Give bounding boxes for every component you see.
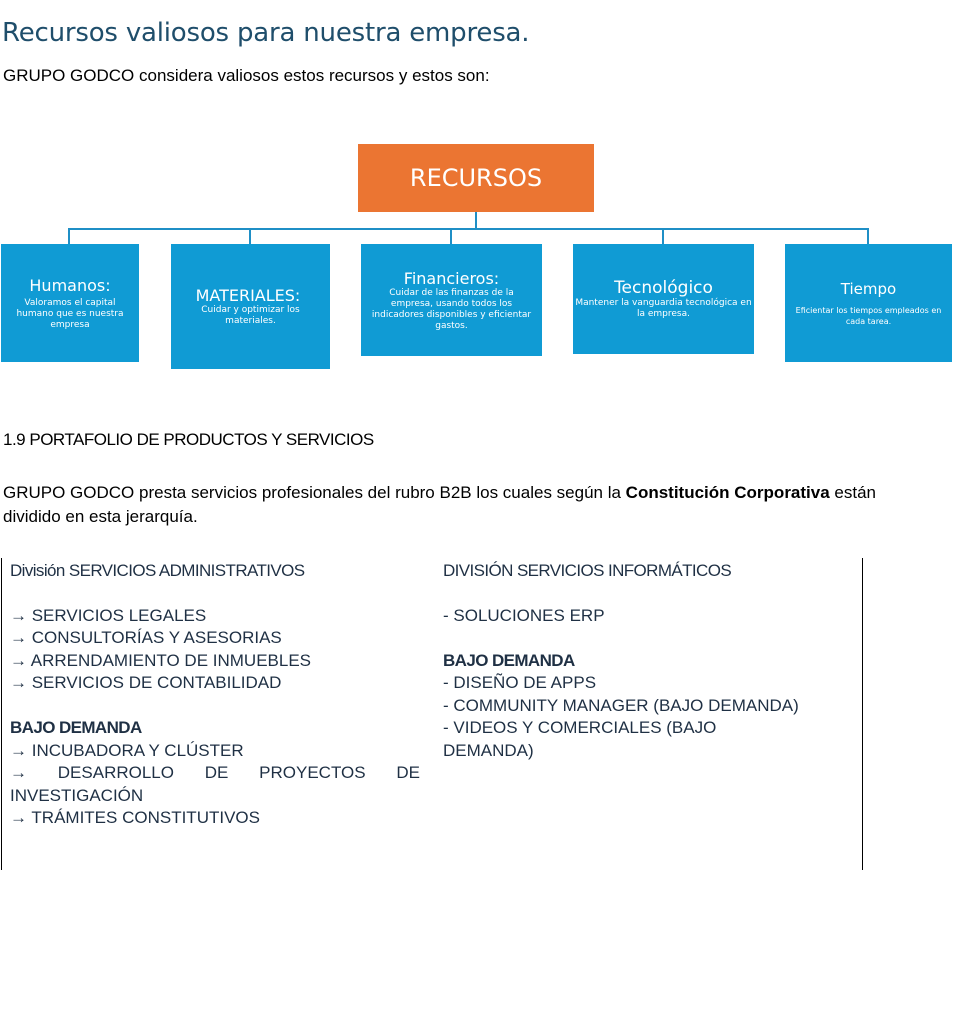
node-desc: Cuidar y optimizar los materiales. <box>201 305 300 326</box>
org-chart-node-tiempo: Tiempo Eficientar los tiempos empleados … <box>785 244 952 362</box>
it-division-title: DIVISIÓN SERVICIOS INFORMÁTICOS <box>443 561 732 580</box>
list-item: - DISEÑO DE APPS <box>443 673 597 692</box>
admin-on-demand-title: BAJO DEMANDA <box>10 718 142 737</box>
it-on-demand-title: BAJO DEMANDA <box>443 650 575 670</box>
node-desc: Mantener la vanguardia tecnológica en la… <box>575 297 752 319</box>
list-item: - COMMUNITY MANAGER (BAJO DEMANDA) <box>443 695 799 715</box>
org-chart-node-tecnologico: Tecnológico Mantener la vanguardia tecno… <box>573 244 754 354</box>
node-desc: Eficientar los tiempos empleados en cada… <box>795 305 942 326</box>
list-item: → DESARROLLO DE PROYECTOS DE INVESTIGACI… <box>10 763 420 805</box>
node-title: Tecnológico <box>614 277 713 298</box>
section-title: 1.9 PORTAFOLIO DE PRODUCTOS Y SERVICIOS <box>3 430 374 449</box>
node-title: Financieros: <box>403 268 500 288</box>
table-border-right <box>862 558 863 870</box>
resources-org-chart: RECURSOS Humanos: Valoramos el capital h… <box>0 0 960 400</box>
connector-root-down <box>475 212 477 229</box>
it-division-column: DIVISIÓN SERVICIOS INFORMÁTICOS - SOLUCI… <box>443 560 858 762</box>
connector-tiempo <box>867 228 869 244</box>
list-item: → TRÁMITES CONSTITUTIVOS <box>10 808 260 827</box>
list-item: → SERVICIOS LEGALES <box>10 605 207 625</box>
connector-horizontal <box>68 228 869 230</box>
paragraph-text-end: están dividido en esta jerarquía. <box>3 483 876 526</box>
connector-humanos <box>68 228 70 244</box>
connector-tecnologico <box>662 228 664 244</box>
org-chart-node-financieros: Financieros: Cuidar de las finanzas de l… <box>361 244 542 356</box>
page-heading: Recursos valiosos para nuestra empresa. <box>2 18 530 48</box>
node-title: Humanos: <box>29 275 111 295</box>
table-border-left <box>1 558 2 870</box>
node-desc: Cuidar de las finanzas de la empresa, us… <box>371 287 532 331</box>
org-chart-node-materiales: MATERIALES: Cuidar y optimizar los mater… <box>171 244 330 369</box>
paragraph-bold: Constitución Corporativa <box>625 483 830 502</box>
divisions-table: División SERVICIOS ADMINISTRATIVOS → SER… <box>0 558 866 870</box>
connector-materiales <box>249 228 251 244</box>
list-item: → INCUBADORA Y CLÚSTER <box>10 740 244 760</box>
org-chart-root: RECURSOS <box>358 144 594 212</box>
list-item: → ARRENDAMIENTO DE INMUEBLES <box>10 650 312 670</box>
list-item: - VIDEOS Y COMERCIALES (BAJO DEMANDA) <box>443 718 717 760</box>
list-item: → SERVICIOS DE CONTABILIDAD <box>10 673 282 692</box>
list-item: - SOLUCIONES ERP <box>443 605 605 625</box>
node-desc: Valoramos el capital humano que es nuest… <box>16 297 124 330</box>
portfolio-paragraph: GRUPO GODCO presta servicios profesional… <box>3 481 933 529</box>
node-title: MATERIALES: <box>195 286 301 305</box>
node-title: Tiempo <box>840 279 897 298</box>
paragraph-text: GRUPO GODCO presta servicios profesional… <box>3 483 626 502</box>
intro-text: GRUPO GODCO considera valiosos estos rec… <box>3 66 490 85</box>
connector-financieros <box>450 228 452 244</box>
org-chart-node-humanos: Humanos: Valoramos el capital humano que… <box>1 244 139 362</box>
admin-division-title: División SERVICIOS ADMINISTRATIVOS <box>10 561 305 580</box>
admin-division-column: División SERVICIOS ADMINISTRATIVOS → SER… <box>10 560 420 830</box>
list-item: → CONSULTORÍAS Y ASESORIAS <box>10 628 282 647</box>
